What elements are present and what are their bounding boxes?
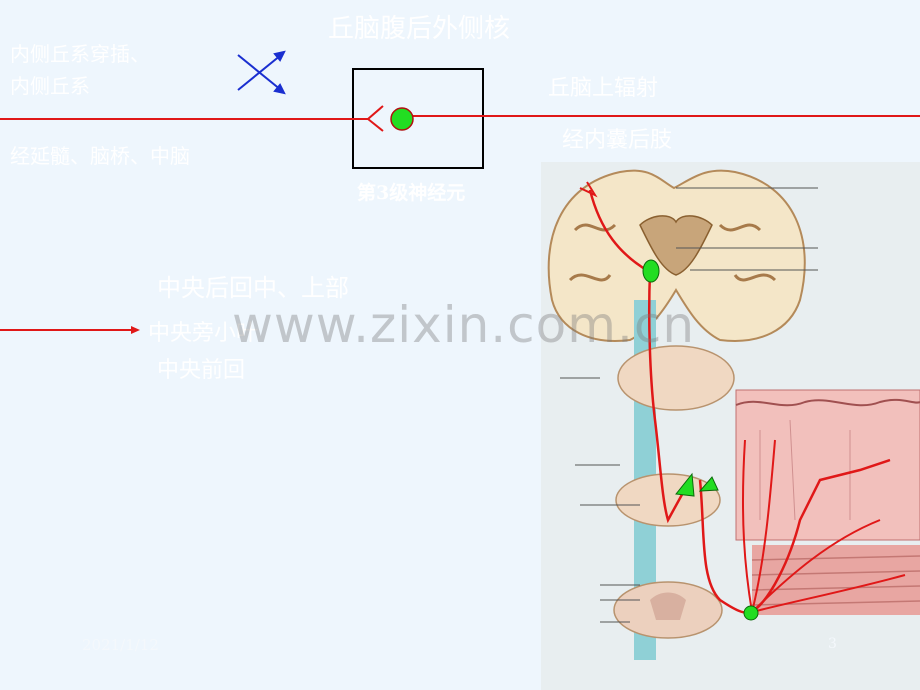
label-thalamic-radiation: 丘脑上辐射 bbox=[548, 76, 659, 101]
illustration-ganglion-neuron bbox=[743, 605, 759, 621]
midbrain-section bbox=[617, 345, 735, 411]
third-order-neuron-dot bbox=[390, 107, 414, 131]
medulla-section bbox=[615, 473, 721, 527]
footer-page-number: 3 bbox=[828, 636, 837, 652]
label-paracentral-lobule: 中央旁小叶 bbox=[148, 321, 259, 346]
footer-date: 2021/1/12 bbox=[82, 636, 159, 654]
label-postcentral-gyrus: 中央后回中、上部 bbox=[157, 274, 349, 302]
illustration-thalamic-neuron bbox=[642, 259, 660, 283]
decussation-arrows bbox=[237, 50, 286, 95]
label-internal-capsule: 经内囊后肢 bbox=[562, 128, 673, 153]
somatosensory-pathway-illustration bbox=[541, 162, 920, 690]
skin-section bbox=[735, 389, 920, 541]
illustration-neuron-triangle-1 bbox=[675, 472, 695, 497]
thalamus-box bbox=[352, 68, 484, 169]
label-medial-lemniscus: 内侧丘系 bbox=[10, 74, 90, 98]
ventricle bbox=[639, 215, 713, 276]
diagram-title: 丘脑腹后外侧核 bbox=[328, 14, 511, 44]
label-third-order-neuron: 第3级神经元 bbox=[357, 182, 466, 204]
synapse-fork bbox=[366, 105, 384, 132]
pathway-illustration-line bbox=[588, 189, 891, 615]
watermark: www.zixin.com.cn bbox=[232, 296, 696, 354]
cortex-arrow-head bbox=[131, 326, 140, 334]
illustration-neuron-triangle-2 bbox=[698, 476, 719, 492]
label-medial-lemniscus-decussation: 内侧丘系穿插、 bbox=[10, 42, 150, 66]
label-brainstem-route: 经延髓、脑桥、中脑 bbox=[10, 144, 190, 168]
label-precentral-gyrus: 中央前回 bbox=[157, 358, 246, 383]
